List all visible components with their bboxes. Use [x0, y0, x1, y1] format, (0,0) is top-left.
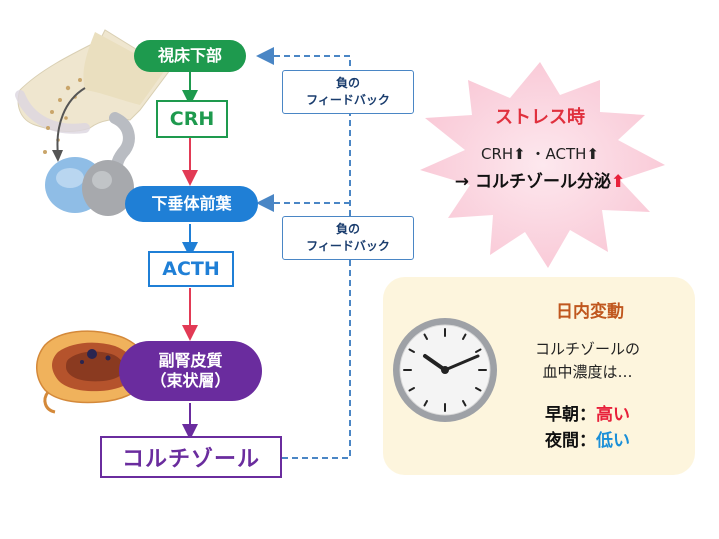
- up-arrow-icon: ⬆: [610, 172, 626, 192]
- pituitary-illustration: [45, 112, 135, 216]
- cortisol-box: コルチゾール: [100, 436, 282, 478]
- adrenal-line-2: （束状層）: [150, 371, 231, 390]
- anterior-pituitary-node: 下垂体前葉: [125, 186, 258, 222]
- diurnal-line-1: コルチゾールの: [534, 340, 640, 358]
- morning-label: 早朝：: [545, 405, 596, 425]
- up-arrow-icon: ⬆: [586, 145, 600, 163]
- feedback-top-line-1: 負の: [335, 75, 360, 90]
- stress-crh-text: CRH: [480, 145, 514, 163]
- morning-value: 高い: [596, 405, 630, 425]
- night-value: 低い: [596, 431, 630, 451]
- acth-box: ACTH: [148, 251, 234, 287]
- crh-box: CRH: [156, 100, 228, 138]
- feedback-lines: [256, 47, 351, 459]
- clock-icon: [393, 318, 497, 422]
- morning-row: 早朝：高い: [505, 400, 670, 425]
- feedback-top-line-2: フィードバック: [306, 93, 390, 107]
- stress-title: ストレス時: [495, 107, 585, 128]
- adrenal-line-1: 副腎皮質: [158, 351, 223, 370]
- brain-illustration: [15, 29, 171, 162]
- stress-cortisol-text: → コルチゾール分泌: [454, 172, 611, 192]
- adrenal-cortex-node: 副腎皮質 （束状層）: [119, 341, 262, 401]
- night-row: 夜間：低い: [505, 426, 670, 451]
- stress-starburst: [420, 62, 665, 268]
- stress-line-1: CRH⬆ ・ACTH⬆: [420, 143, 660, 164]
- diurnal-title: 日内変動: [556, 302, 624, 322]
- feedback-bottom-line-2: フィードバック: [306, 239, 390, 253]
- stress-acth-text: ・ACTH: [530, 145, 587, 163]
- feedback-label-bottom: 負の フィードバック: [282, 216, 414, 260]
- stress-line-2: → コルチゾール分泌⬆: [405, 167, 675, 192]
- adrenal-illustration: [36, 330, 149, 414]
- hypothalamus-node: 視床下部: [134, 40, 246, 72]
- feedback-label-top: 負の フィードバック: [282, 70, 414, 114]
- night-label: 夜間：: [545, 431, 596, 451]
- feedback-bottom-line-1: 負の: [335, 221, 360, 236]
- up-arrow-icon: ⬆: [513, 145, 526, 163]
- diurnal-line-2: 血中濃度は…: [542, 363, 633, 381]
